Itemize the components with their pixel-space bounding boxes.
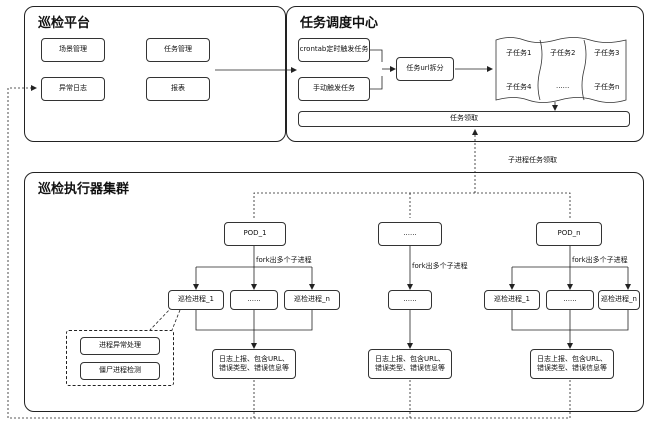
subtask-2: 子任务2 [550,49,576,57]
report-box[interactable]: 报表 [146,77,210,101]
pod-middle-fork-label: fork出多个子进程 [412,262,468,270]
pod-1-box: POD_1 [224,222,286,246]
scene-mgmt-box[interactable]: 场景管理 [41,38,105,62]
executor-cluster-title: 巡检执行器集群 [38,182,130,197]
pod-n-log-box: 日志上报、包含URL、错误类型、错误信息等 [530,349,614,379]
exception-log-box[interactable]: 异常日志 [41,77,105,101]
pod-1-process-ellipsis: ...... [230,290,278,310]
subtask-3: 子任务3 [594,49,620,57]
task-fetch-box: 任务领取 [298,111,630,127]
subtask-1: 子任务1 [506,49,532,57]
pod-middle-box: ...... [378,222,442,246]
zombie-detection-box: 僵尸进程检测 [80,362,160,380]
manual-trigger-box: 手动触发任务 [298,77,370,101]
exception-handling-group [66,330,174,386]
subtask-ellipsis: ...... [556,82,570,90]
pod-n-process-1: 巡检进程_1 [484,290,540,310]
pod-n-box: POD_n [536,222,602,246]
pod-1-process-n: 巡检进程_n [284,290,340,310]
patrol-platform-panel [24,6,286,142]
task-center-title: 任务调度中心 [300,16,379,31]
pod-n-process-ellipsis: ...... [546,290,594,310]
pod-1-fork-label: fork出多个子进程 [256,256,312,264]
pod-middle-process: ...... [388,290,432,310]
subtask-4: 子任务4 [506,83,532,91]
pod-middle-log-box: 日志上报、包含URL、错误类型、错误信息等 [368,349,452,379]
task-mgmt-box[interactable]: 任务管理 [146,38,210,62]
patrol-platform-title: 巡检平台 [38,16,91,31]
pod-1-log-box: 日志上报、包含URL、错误类型、错误信息等 [212,349,296,379]
process-exception-box: 进程异常处理 [80,337,160,355]
pod-1-process-1: 巡检进程_1 [168,290,224,310]
pod-n-fork-label: fork出多个子进程 [572,256,628,264]
subtask-n: 子任务n [594,83,620,91]
pod-n-process-n: 巡检进程_n [598,290,640,310]
url-split-box: 任务url拆分 [396,57,454,81]
subtask-stack [495,37,627,103]
subprocess-fetch-label: 子进程任务领取 [508,156,557,164]
crontab-trigger-box: crontab定时触发任务 [298,38,370,62]
